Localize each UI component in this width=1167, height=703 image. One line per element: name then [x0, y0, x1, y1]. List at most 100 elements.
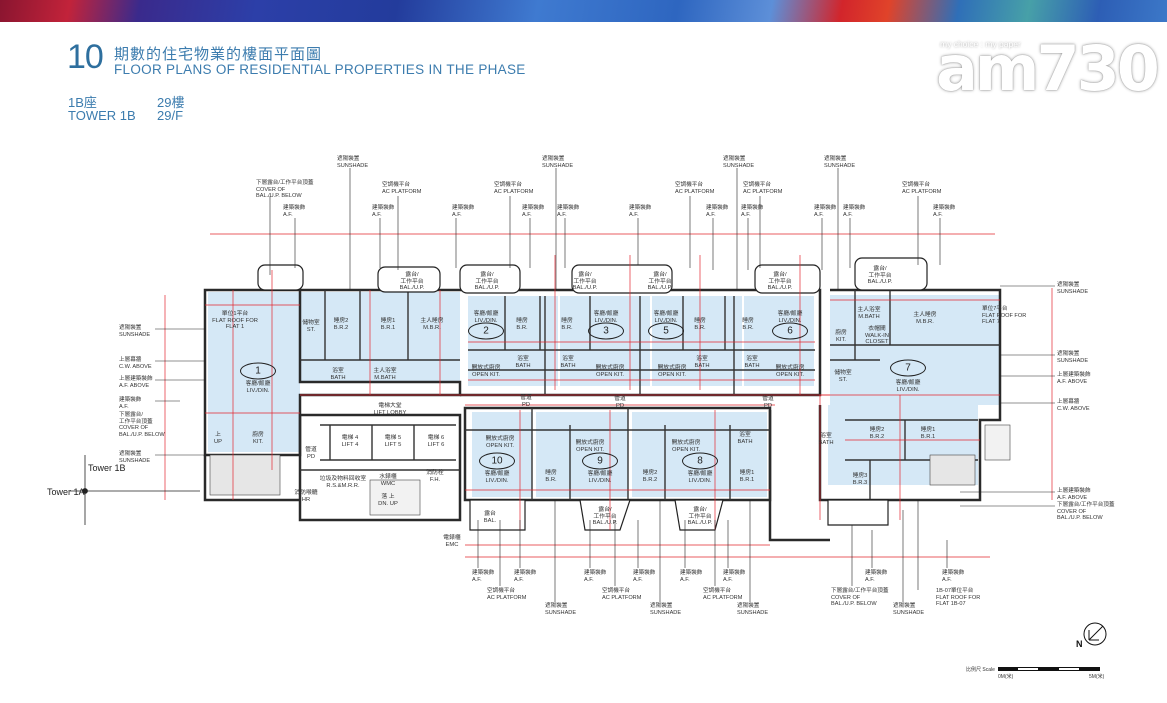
- header-banner: [0, 0, 1167, 22]
- unit-number-10: 10: [479, 452, 515, 470]
- unit-number-3: 3: [588, 322, 624, 340]
- tower-1b-marker: Tower 1B: [88, 463, 126, 473]
- unit-number-5: 5: [648, 322, 684, 340]
- logo-wordmark: am730: [936, 32, 1160, 105]
- leader-lines: [155, 168, 1055, 602]
- section-number: 10: [67, 38, 104, 76]
- unit-number-2: 2: [468, 322, 504, 340]
- dimension-lines: [164, 233, 1053, 558]
- scale-start: 0M(米): [998, 674, 1014, 680]
- tower-1a-marker: Tower 1A: [47, 487, 85, 497]
- unit-number-9: 9: [582, 452, 618, 470]
- page-title-zh: 期數的住宅物業的樓面平面圖: [114, 46, 323, 63]
- scale-end: 5M(米): [1089, 674, 1105, 680]
- unit-number-6: 6: [772, 322, 808, 340]
- scale-bar: [998, 667, 1100, 671]
- floor-label-en: 29/F: [157, 108, 184, 123]
- unit-number-1: 1: [240, 362, 276, 380]
- tower-label-zh: 1B座: [68, 95, 97, 110]
- unit-number-8: 8: [682, 452, 718, 470]
